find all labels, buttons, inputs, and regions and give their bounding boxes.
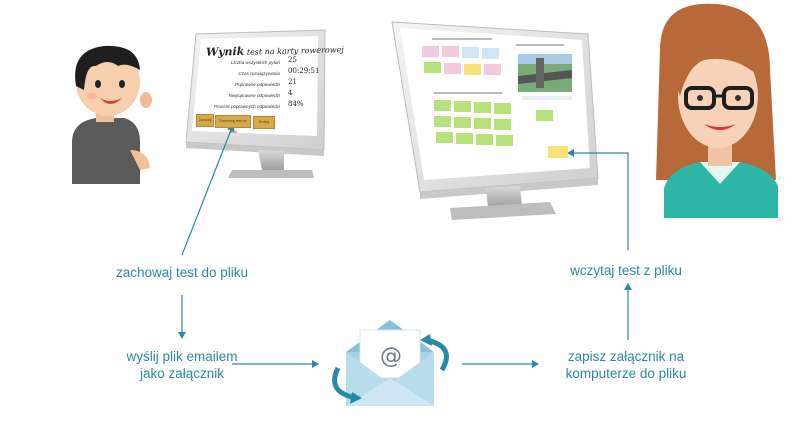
teacher-icon [656,3,778,218]
screen-heading [516,44,564,46]
flow-arrows [178,124,632,368]
email-at-symbol: @ [380,344,402,369]
answer-tile [456,133,473,144]
answer-tile [536,110,553,121]
step-save-to-file: zachowaj test do pliku [115,265,249,280]
step-send-email: wyślij plik emailem jako załącznik [100,348,264,382]
step-save-attachment: zapisz załącznik na komputerze do pliku [544,348,708,382]
envelope-icon [332,320,449,406]
answer-tile [494,103,511,114]
screen-heading [434,92,502,94]
result-row-value: 21 [288,78,297,86]
result-row-value: 25 [288,56,297,64]
close-button[interactable]: Zamknij [196,114,214,127]
boy-icon [72,45,152,184]
result-title-bold: Wynik [206,44,245,59]
answer-tile [496,135,513,146]
step-save-attachment-line2: komputerze do pliku [565,366,687,381]
step-send-email-line1: wyślij plik emailem [126,349,238,364]
answer-tile [424,62,441,73]
answer-tile [434,100,451,111]
answer-tile [474,102,491,113]
step-send-email-line2: jako załącznik [139,366,225,381]
answer-tile [442,46,459,57]
answer-tile [484,64,501,75]
answer-tile [482,48,499,59]
result-title-rest: test na karty rowerowej [246,45,344,57]
answer-tile [454,101,471,112]
result-row-value: 4 [288,89,293,97]
result-row-value: 84% [288,100,304,108]
save-to-file-button[interactable]: Zachowaj test do pliku [215,115,251,134]
answer-tile [464,64,481,75]
result-row-label: Czas rozwiązywania [238,71,280,76]
answer-tile [436,132,453,143]
answer-tile [422,46,439,57]
result-row-label: Niepoprawne odpowiedzi [228,93,280,98]
answer-tile [548,146,568,158]
step-load-from-file: wczytaj test z pliku [570,263,682,278]
step-save-attachment-line1: zapisz załącznik na [567,349,685,364]
result-row-value: 00:29:51 [288,67,320,75]
answer-tile [494,119,511,130]
screen-heading [432,38,492,40]
result-row-label: Procent poprawnych odpowiedzi [213,104,280,109]
answer-tile [454,117,471,128]
result-row-label: Liczba wszystkich pytań [230,60,280,65]
answer-tile [462,47,479,58]
print-button[interactable]: Drukuj [253,116,275,129]
answer-tile [444,63,461,74]
answer-tile [476,134,493,145]
answer-tile [434,116,451,127]
answer-tile [474,118,491,129]
result-row-label: Poprawne odpowiedzi [235,82,280,87]
